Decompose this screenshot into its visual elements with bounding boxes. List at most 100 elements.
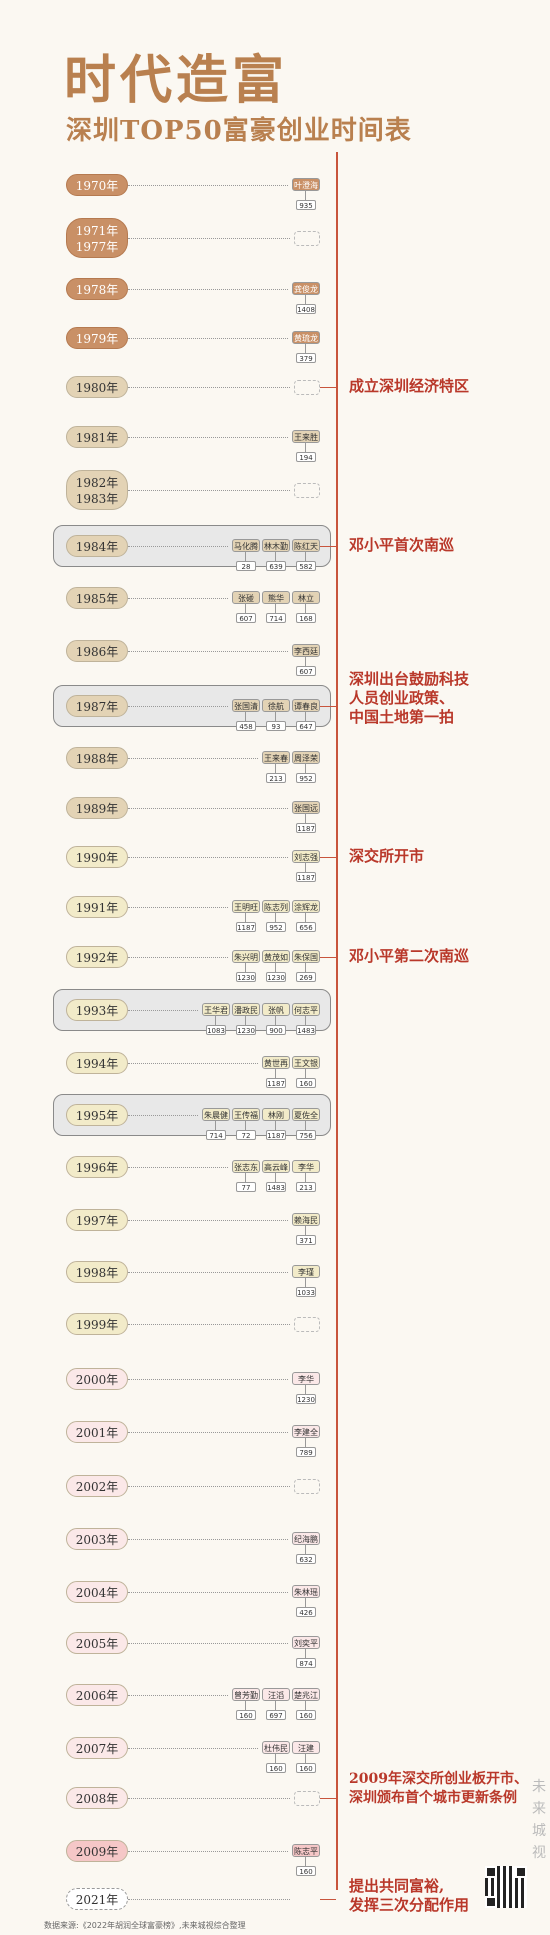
empty-slot — [294, 483, 320, 498]
year-label: 1997年 — [66, 1209, 128, 1231]
person-rank: 1033 — [296, 1287, 316, 1297]
dotted-connector — [128, 490, 290, 491]
person-rank: 1230 — [236, 972, 256, 982]
dotted-connector — [128, 857, 288, 858]
person-name: 黄世再 — [262, 1056, 290, 1069]
person-name: 朱兴明 — [232, 950, 260, 963]
person-rank: 582 — [296, 561, 316, 571]
year-label: 1982年 1983年 — [66, 470, 128, 510]
person-name: 陈志列 — [262, 900, 290, 913]
event-axis-line — [336, 152, 338, 1890]
dotted-connector — [128, 758, 258, 759]
person-rank: 458 — [236, 721, 256, 731]
person-name: 陈志平 — [292, 1844, 320, 1857]
year-label: 1992年 — [66, 946, 128, 968]
person-connector — [275, 1173, 276, 1182]
year-label: 2021年 — [66, 1888, 128, 1910]
person-rank: 1230 — [236, 1025, 256, 1035]
person-card: 叶澄海 935 — [292, 178, 320, 218]
person-rank: 1187 — [266, 1130, 286, 1140]
person-name: 杜伟民 — [262, 1741, 290, 1754]
dotted-connector — [128, 546, 228, 547]
dotted-connector — [128, 1167, 228, 1168]
person-name: 张国远 — [292, 801, 320, 814]
year-label: 2006年 — [66, 1684, 128, 1706]
person-rank: 1230 — [266, 972, 286, 982]
person-card: 林刚 1187 — [262, 1108, 290, 1148]
person-rank: 213 — [296, 1182, 316, 1192]
person-connector — [305, 1545, 306, 1554]
dotted-connector — [128, 1486, 290, 1487]
person-connector — [305, 1857, 306, 1866]
person-connector — [305, 657, 306, 666]
person-name: 叶澄海 — [292, 178, 320, 191]
dotted-connector — [128, 1115, 198, 1116]
person-connector — [305, 913, 306, 922]
person-connector — [305, 344, 306, 353]
year-label: 1999年 — [66, 1313, 128, 1335]
person-connector — [305, 295, 306, 304]
dotted-connector — [128, 1539, 288, 1540]
person-name: 周泽荣 — [292, 751, 320, 764]
dotted-connector — [128, 1010, 198, 1011]
person-rank: 632 — [296, 1554, 316, 1564]
person-name: 涂辉龙 — [292, 900, 320, 913]
dotted-connector — [128, 1798, 290, 1799]
empty-slot — [294, 1479, 320, 1494]
person-name: 纪海鹏 — [292, 1532, 320, 1545]
person-rank: 160 — [296, 1763, 316, 1773]
person-rank: 607 — [236, 613, 256, 623]
dotted-connector — [128, 1748, 258, 1749]
person-connector — [305, 552, 306, 561]
year-label: 1989年 — [66, 797, 128, 819]
person-rank: 952 — [266, 922, 286, 932]
year-label: 1995年 — [66, 1104, 128, 1126]
person-card: 黄茂如 1230 — [262, 950, 290, 990]
person-name: 林刚 — [262, 1108, 290, 1121]
dotted-connector — [128, 598, 228, 599]
person-connector — [275, 1754, 276, 1763]
person-rank: 935 — [296, 200, 316, 210]
event-tick — [320, 706, 336, 707]
person-connector — [305, 1438, 306, 1447]
person-rank: 639 — [266, 561, 286, 571]
person-rank: 213 — [266, 773, 286, 783]
person-connector — [245, 1016, 246, 1025]
person-name: 王传福 — [232, 1108, 260, 1121]
person-connector — [305, 1173, 306, 1182]
event-tick — [320, 957, 336, 958]
person-rank: 607 — [296, 666, 316, 676]
person-name: 汪滔 — [262, 1688, 290, 1701]
year-label: 1988年 — [66, 747, 128, 769]
person-connector — [305, 1649, 306, 1658]
person-connector — [215, 1121, 216, 1130]
qr-code-icon[interactable] — [485, 1866, 527, 1908]
person-name: 朱晨健 — [202, 1108, 230, 1121]
person-name: 曾芳勤 — [232, 1688, 260, 1701]
dotted-connector — [128, 706, 228, 707]
person-name: 徐航 — [262, 699, 290, 712]
dotted-connector — [128, 808, 288, 809]
person-connector — [305, 863, 306, 872]
person-connector — [305, 963, 306, 972]
person-name: 王来胜 — [292, 430, 320, 443]
person-connector — [245, 1701, 246, 1710]
person-name: 黄茂如 — [262, 950, 290, 963]
